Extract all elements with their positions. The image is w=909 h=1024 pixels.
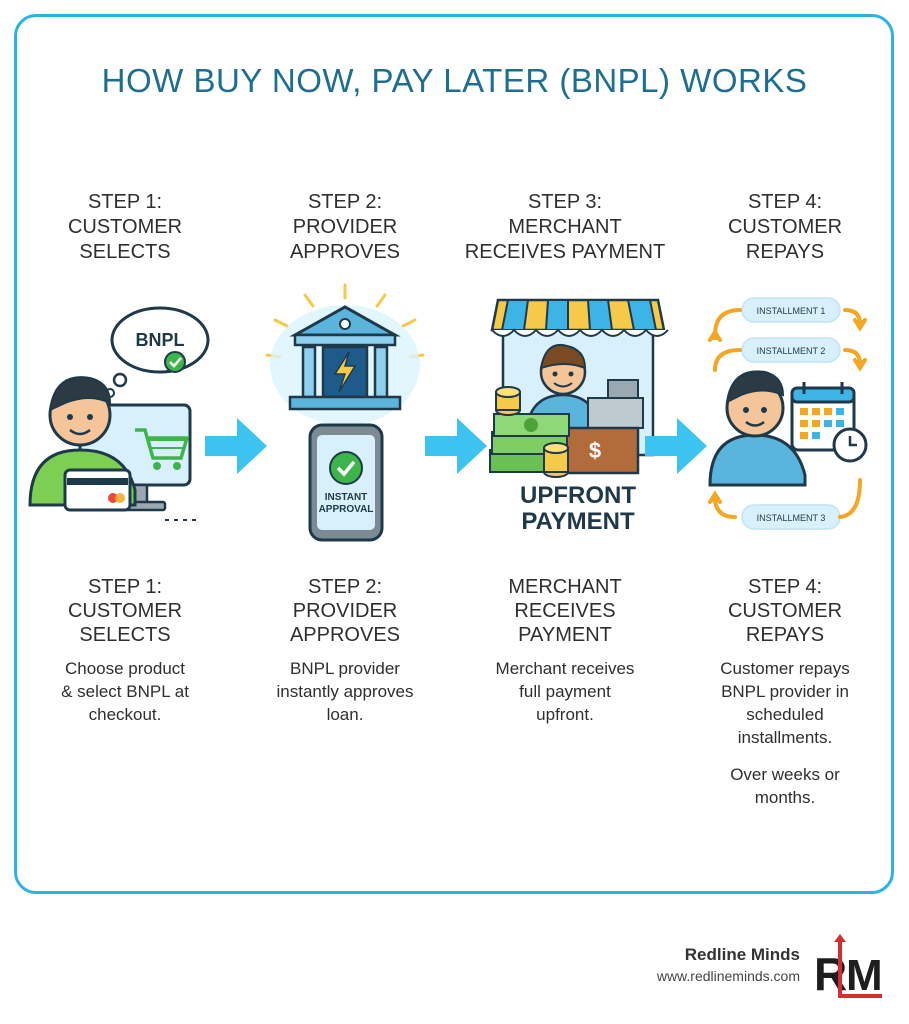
phone-text: APPROVAL xyxy=(319,504,374,515)
step-3-heading-line: MERCHANT xyxy=(508,216,622,238)
thought-bubble-icon: BNPL xyxy=(105,306,210,398)
installment-pill: INSTALLMENT 1 xyxy=(741,297,841,323)
flow-arrow-icon xyxy=(645,418,707,474)
customer-selects-illustration: BNPL xyxy=(25,280,225,550)
footer-title-line: STEP 1: xyxy=(87,576,163,598)
phone-text: INSTANT xyxy=(325,492,368,503)
dollar-sign: $ xyxy=(589,438,601,463)
step-3-heading: STEP 3: MERCHANT RECEIVES PAYMENT xyxy=(460,190,670,265)
upfront-payment-caption: UPFRONT xyxy=(520,482,636,509)
extra-line: months. xyxy=(754,788,816,807)
cycle-arrows-icon xyxy=(708,308,867,519)
customer-repays-illustration: INSTALLMENT 1 INSTALLMENT 2 INSTALLMENT … xyxy=(700,280,900,550)
step-4-description: Customer repays BNPL provider in schedul… xyxy=(680,657,890,749)
footer-title-line: SELECTS xyxy=(79,624,171,646)
step-2-footer: STEP 2: PROVIDER APPROVES BNPL provider … xyxy=(240,575,450,726)
description-line: scheduled xyxy=(746,705,824,724)
step-4-footer-title: STEP 4: CUSTOMER REPAYS xyxy=(680,575,890,647)
step-2-description: BNPL provider instantly approves loan. xyxy=(240,657,450,726)
description-line: full payment xyxy=(519,682,611,701)
footer-title-line: PROVIDER xyxy=(292,600,398,622)
flow-arrow-icon xyxy=(425,418,487,474)
footer-title-line: MERCHANT xyxy=(508,576,622,598)
footer-title-line: STEP 2: xyxy=(307,576,383,598)
description-line: Merchant receives xyxy=(495,659,635,678)
step-4-heading: STEP 4: CUSTOMER REPAYS xyxy=(680,190,890,265)
installment-pill: INSTALLMENT 3 xyxy=(741,504,841,530)
checkmark-icon xyxy=(164,351,186,373)
footer-title-line: APPROVES xyxy=(289,624,401,646)
customer-avatar xyxy=(708,370,807,487)
step-4-footer: STEP 4: CUSTOMER REPAYS Customer repays … xyxy=(680,575,890,809)
lightning-icon xyxy=(333,351,357,393)
step-4-heading-line: STEP 4: xyxy=(747,191,823,213)
brand-logo-icon: R M xyxy=(812,932,892,1002)
brand-name: Redline Minds xyxy=(684,945,800,964)
cart-icon xyxy=(135,428,190,470)
description-line: Customer repays xyxy=(720,659,850,678)
step-2-heading-line: STEP 2: xyxy=(307,191,383,213)
installment-label: INSTALLMENT 3 xyxy=(757,513,826,523)
step-3-footer: MERCHANT RECEIVES PAYMENT Merchant recei… xyxy=(460,575,670,726)
step-3-heading-line: STEP 3: xyxy=(527,191,603,213)
description-line: upfront. xyxy=(536,705,594,724)
step-2-heading-line: PROVIDER xyxy=(292,216,398,238)
footer-title-line: CUSTOMER xyxy=(67,600,183,622)
installment-pill: INSTALLMENT 2 xyxy=(741,337,841,363)
page-title: HOW BUY NOW, PAY LATER (BNPL) WORKS xyxy=(101,62,808,99)
merchant-receives-illustration: $ UPFRONT PAYMENT xyxy=(468,280,669,550)
bubble-label: BNPL xyxy=(136,330,185,350)
step-3-description: Merchant receives full payment upfront. xyxy=(460,657,670,726)
step-1-footer-title: STEP 1: CUSTOMER SELECTS xyxy=(20,575,230,647)
footer-title-line: REPAYS xyxy=(745,624,825,646)
description-line: BNPL provider in xyxy=(721,682,849,701)
step-4-extra-note: Over weeks or months. xyxy=(680,763,890,809)
step-2-heading: STEP 2: PROVIDER APPROVES xyxy=(240,190,450,265)
step-1-footer: STEP 1: CUSTOMER SELECTS Choose product … xyxy=(20,575,230,726)
extra-line: Over weeks or xyxy=(730,765,840,784)
upfront-payment-caption: PAYMENT xyxy=(521,508,635,535)
description-line: loan. xyxy=(326,705,364,724)
footer-title-line: CUSTOMER xyxy=(727,600,843,622)
footer-title-line: PAYMENT xyxy=(518,624,612,646)
brand-url[interactable]: www.redlineminds.com xyxy=(656,968,800,984)
step-1-heading-line: CUSTOMER xyxy=(67,216,183,238)
step-1-description: Choose product & select BNPL at checkout… xyxy=(20,657,230,726)
bank-icon xyxy=(270,305,420,425)
credit-card-icon xyxy=(63,468,132,512)
step-4-heading-line: REPAYS xyxy=(745,241,825,263)
brand-block: Redline Minds www.redlineminds.com xyxy=(600,945,800,984)
footer-title-line: RECEIVES xyxy=(514,600,616,622)
description-line: instantly approves xyxy=(276,682,414,701)
description-line: checkout. xyxy=(88,705,162,724)
step-3-heading-line: RECEIVES PAYMENT xyxy=(464,241,666,263)
installment-label: INSTALLMENT 1 xyxy=(757,306,826,316)
installment-label: INSTALLMENT 2 xyxy=(757,346,826,356)
svg-text:R: R xyxy=(814,948,847,1000)
step-1-heading-line: STEP 1: xyxy=(87,191,163,213)
clock-icon xyxy=(832,427,868,463)
description-line: installments. xyxy=(737,728,833,747)
step-4-heading-line: CUSTOMER xyxy=(727,216,843,238)
step-1-heading: STEP 1: CUSTOMER SELECTS xyxy=(20,190,230,265)
step-3-footer-title: MERCHANT RECEIVES PAYMENT xyxy=(460,575,670,647)
description-line: & select BNPL at xyxy=(61,682,189,701)
provider-approves-illustration: INSTANT APPROVAL xyxy=(245,280,445,550)
flow-arrow-icon xyxy=(205,418,267,474)
phone-icon: INSTANT APPROVAL xyxy=(308,423,384,542)
footer-title-line: STEP 4: xyxy=(747,576,823,598)
checkmark-icon xyxy=(329,451,363,485)
step-2-heading-line: APPROVES xyxy=(289,241,401,263)
description-line: BNPL provider xyxy=(290,659,400,678)
step-1-heading-line: SELECTS xyxy=(79,241,171,263)
coins-icon xyxy=(495,386,569,478)
cash-register-icon xyxy=(587,379,644,429)
svg-text:M: M xyxy=(846,951,883,1000)
step-2-footer-title: STEP 2: PROVIDER APPROVES xyxy=(240,575,450,647)
description-line: Choose product xyxy=(64,659,186,678)
